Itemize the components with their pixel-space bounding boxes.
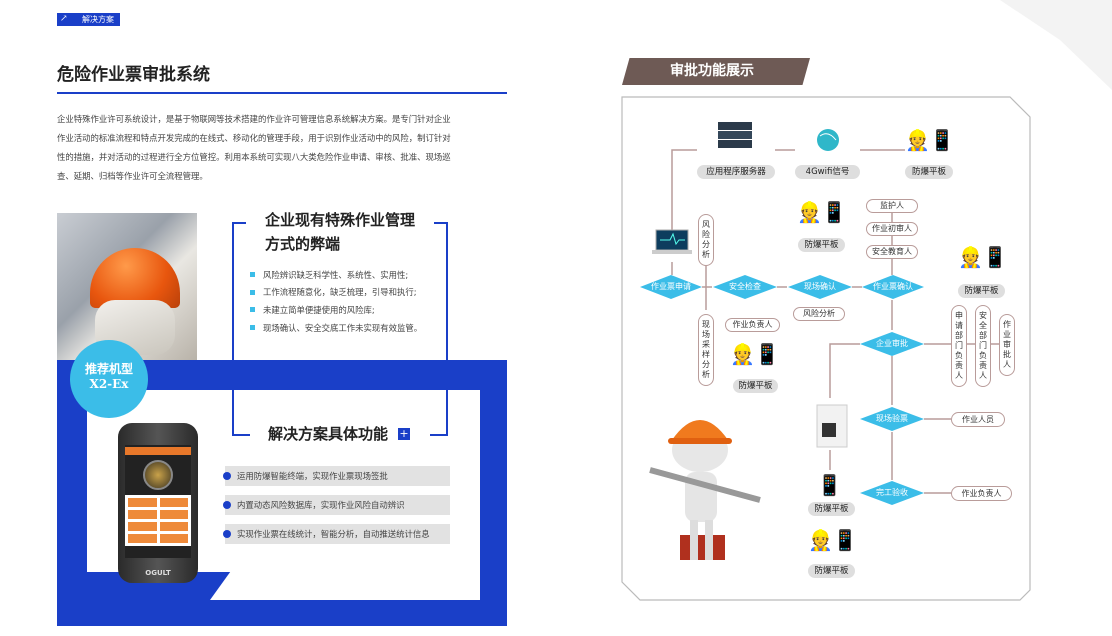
section-tag-label: 解决方案 (82, 15, 114, 24)
qr-form-icon (816, 404, 848, 448)
step-apply[interactable]: 作业票申请 (651, 282, 691, 291)
tablet-icon: 📱 (817, 473, 842, 497)
features-heading: 解决方案具体功能 (268, 425, 389, 443)
phone-screen (125, 445, 191, 558)
worker-mascot-image (649, 420, 761, 560)
worker-tablet-icon: 👷📱 (958, 245, 1008, 269)
role-safety-educator: 安全教育人 (866, 245, 918, 259)
tablet-label: 防爆平板 (958, 284, 1005, 298)
risk-analysis-pill: 风险分析 (793, 307, 845, 321)
role-safety-head: 安全部门负责人 (975, 305, 991, 387)
plus-icon[interactable]: + (398, 427, 410, 440)
worker-tablet-icon: 👷📱 (730, 342, 780, 366)
feature-item: 内置动态风险数据库，实现作业风险自动辨识 (223, 495, 450, 515)
problems-heading: 企业现有特殊作业管理方式的弊端 (265, 211, 416, 253)
globe-icon (817, 129, 839, 151)
role-leader: 作业负责人 (725, 318, 780, 332)
worker-tablet-icon: 👷📱 (808, 528, 858, 552)
sampling-analysis-vertical: 现场采样分析 (698, 314, 714, 386)
phone-brand: OGULT (145, 569, 171, 577)
laptop-icon (652, 229, 692, 254)
server-label: 应用程序服务器 (697, 165, 775, 179)
worker-tablet-icon: 👷📱 (905, 128, 955, 152)
role-first-reviewer: 作业初审人 (866, 222, 918, 236)
risk-analysis-vertical: 风险分析 (698, 214, 714, 266)
arrow-up-right-icon: ↗ (60, 14, 68, 24)
tablet-label: 防爆平板 (808, 564, 855, 578)
page-title: 危险作业票审批系统 (57, 65, 210, 85)
role-guardian: 监护人 (866, 199, 918, 213)
list-item: 现场确认、安全交底工作未实现有效监管。 (250, 319, 422, 337)
intro-paragraph: 企业特殊作业许可系统设计，是基于物联网等技术搭建的作业许可管理信息系统解决方案。… (57, 114, 451, 181)
list-item: 风险辨识缺乏科学性、系统性、实用性; (250, 266, 422, 284)
step-check[interactable]: 安全检查 (729, 282, 761, 291)
section-tag: ↗ 解决方案 (57, 13, 120, 26)
worker-tablet-icon: 👷📱 (797, 200, 847, 224)
server-icon (718, 122, 752, 148)
role-worker: 作业人员 (951, 412, 1005, 427)
role-approver: 作业审批人 (999, 314, 1015, 376)
role-leader: 作业负责人 (951, 486, 1012, 501)
step-inspect[interactable]: 现场验票 (876, 414, 908, 423)
problems-list: 风险辨识缺乏科学性、系统性、实用性; 工作流程随意化，缺乏梳理，引导和执行; 未… (250, 266, 422, 336)
feature-item: 运用防爆智能终端，实现作业票现场签批 (223, 466, 450, 486)
signal-label: 4Gwifi信号 (795, 165, 860, 179)
feature-item: 实现作业票在线统计，智能分析，自动推送统计信息 (223, 524, 450, 544)
role-dept-head: 申请部门负责人 (951, 305, 967, 387)
title-divider (57, 92, 507, 94)
section-ribbon: 审批功能展示 (622, 58, 810, 85)
step-ticket-confirm[interactable]: 作业票确认 (873, 282, 913, 291)
tablet-label: 防爆平板 (808, 502, 855, 516)
tablet-label: 防爆平板 (733, 379, 778, 393)
list-item: 工作流程随意化，缺乏梳理，引导和执行; (250, 284, 422, 302)
tablet-label: 防爆平板 (905, 165, 953, 179)
step-complete[interactable]: 完工验收 (876, 488, 908, 497)
step-site-confirm[interactable]: 现场确认 (804, 282, 836, 291)
tablet-label: 防爆平板 (798, 238, 845, 252)
step-approve[interactable]: 企业审批 (876, 339, 908, 348)
list-item: 未建立简单便捷使用的风险库; (250, 301, 422, 319)
